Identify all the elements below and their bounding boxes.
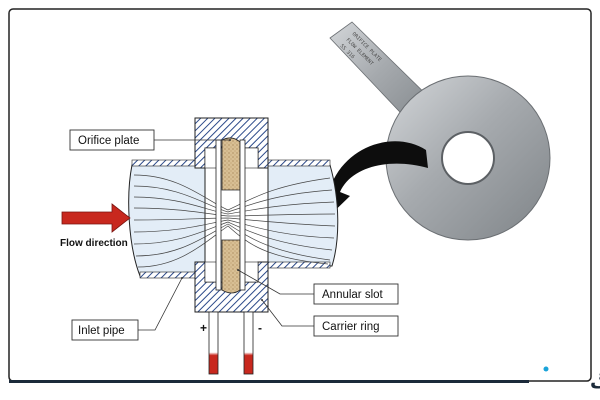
cross-section xyxy=(128,117,339,375)
brand-logo: پیکاگ xyxy=(543,366,600,393)
brand-text: پیکاگ xyxy=(590,370,600,393)
inlet-pipe-label: Inlet pipe xyxy=(78,325,125,337)
bottom-bar xyxy=(9,380,529,383)
callout-inlet-pipe: Inlet pipe xyxy=(71,277,183,341)
flow-direction-label: Flow direction xyxy=(60,238,128,249)
brand-accent-dot xyxy=(543,366,549,372)
flow-direction-arrow xyxy=(61,203,131,233)
annular-slot-top xyxy=(221,137,241,191)
plus-sign: + xyxy=(200,321,207,335)
minus-sign: - xyxy=(258,321,262,335)
callout-carrier-ring: Carrier ring xyxy=(261,299,399,337)
carrier-ring-label: Carrier ring xyxy=(322,321,380,333)
impulse-tube-plus xyxy=(208,311,219,375)
orifice-plate-photo: ORIFICE PLATE FLOW ELEMENT SS 316 xyxy=(329,21,551,241)
orifice-plate-label: Orifice plate xyxy=(78,135,139,147)
callout-orifice-plate: Orifice plate xyxy=(69,129,231,151)
orifice-plate-section xyxy=(239,139,246,291)
big-curved-arrow xyxy=(318,141,428,225)
callout-annular-slot: Annular slot xyxy=(237,269,399,305)
annular-slot-bottom xyxy=(221,239,241,294)
annular-slot-label: Annular slot xyxy=(322,289,384,301)
bore-hole xyxy=(441,131,495,185)
impulse-tube-minus xyxy=(243,311,254,375)
